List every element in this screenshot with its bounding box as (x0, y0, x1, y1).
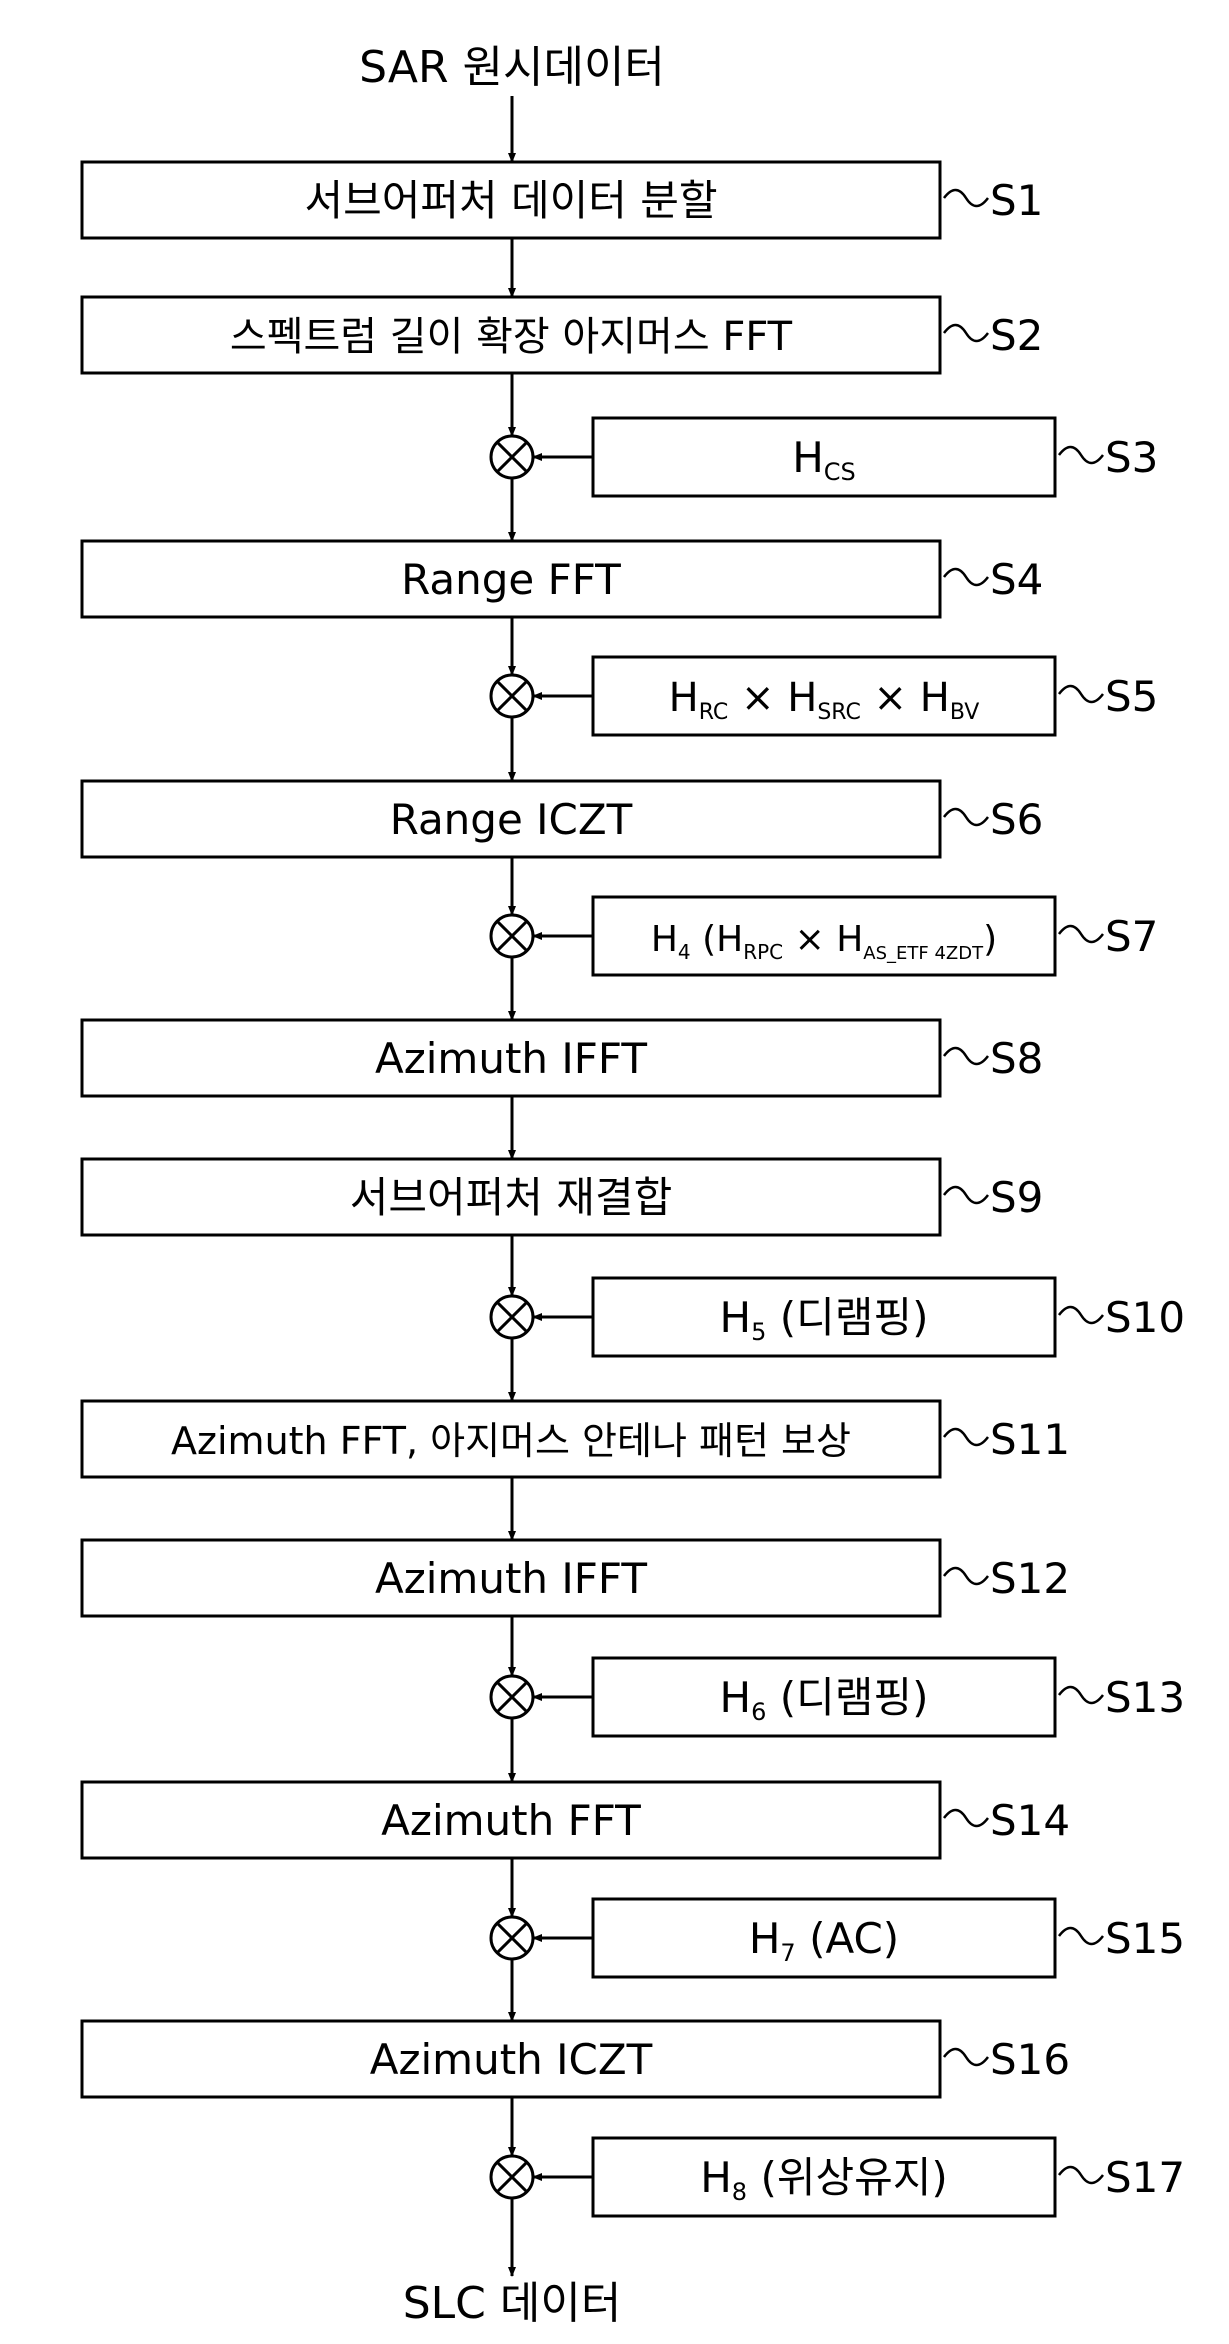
process-label-s11: Azimuth FFT, 아지머스 안테나 패턴 보상 (171, 1419, 851, 1463)
step-id: S14 (990, 1796, 1070, 1845)
process-box-s11: Azimuth FFT, 아지머스 안테나 패턴 보상 (80, 1399, 942, 1479)
process-box-s1: 서브어퍼처 데이터 분할 (80, 160, 942, 240)
step-ref-s16: S16 (943, 2035, 1070, 2084)
filter-label-s15: H7 (AC) (749, 1914, 899, 1967)
step-ref-s1: S1 (943, 176, 1043, 225)
output-label: SLC 데이터 (403, 2278, 622, 2329)
step-id: S15 (1105, 1914, 1185, 1963)
process-label-s6: Range ICZT (390, 795, 633, 844)
step-id: S17 (1105, 2153, 1185, 2202)
step-id: S11 (990, 1415, 1070, 1464)
process-label-s16: Azimuth ICZT (370, 2035, 653, 2084)
multiply-icon (489, 1915, 535, 1961)
filter-label-s10: H5 (디램핑) (720, 1293, 929, 1346)
step-id: S16 (990, 2035, 1070, 2084)
step-id: S1 (990, 176, 1043, 225)
filter-box-s10: H5 (디램핑) (591, 1276, 1057, 1358)
step-ref-s10: S10 (1058, 1293, 1185, 1342)
process-box-s9: 서브어퍼처 재결합 (80, 1157, 942, 1237)
step-id: S10 (1105, 1293, 1185, 1342)
filter-box-s3: HCS (591, 416, 1057, 498)
step-ref-s5: S5 (1058, 672, 1158, 721)
process-label-s1: 서브어퍼처 데이터 분할 (304, 176, 717, 225)
filter-box-s5: HRC × HSRC × HBV (591, 655, 1057, 737)
multiply-icon (489, 434, 535, 480)
filter-box-s15: H7 (AC) (591, 1897, 1057, 1979)
step-ref-s2: S2 (943, 311, 1043, 360)
step-ref-s17: S17 (1058, 2153, 1185, 2202)
multiplier-nodes (489, 434, 535, 2200)
process-label-s12: Azimuth IFFT (375, 1554, 647, 1603)
filter-label-s13: H6 (디램핑) (720, 1673, 929, 1726)
filter-box-s17: H8 (위상유지) (591, 2136, 1057, 2218)
process-box-s6: Range ICZT (80, 779, 942, 859)
step-ref-s9: S9 (943, 1173, 1043, 1222)
step-ref-s14: S14 (943, 1796, 1070, 1845)
step-id: S13 (1105, 1673, 1185, 1722)
process-label-s9: 서브어퍼처 재결합 (350, 1173, 672, 1222)
step-references: S1S2S3S4S5S6S7S8S9S10S11S12S13S14S15S16S… (943, 176, 1185, 2202)
step-id: S7 (1105, 912, 1158, 961)
multiply-icon (489, 673, 535, 719)
process-label-s4: Range FFT (401, 555, 621, 604)
multiply-icon (489, 2154, 535, 2200)
step-id: S5 (1105, 672, 1158, 721)
step-id: S6 (990, 795, 1043, 844)
step-ref-s8: S8 (943, 1034, 1043, 1083)
process-label-s14: Azimuth FFT (381, 1796, 641, 1845)
process-label-s2: 스펙트럼 길이 확장 아지머스 FFT (230, 314, 793, 360)
process-box-s4: Range FFT (80, 539, 942, 619)
step-ref-s11: S11 (943, 1415, 1070, 1464)
filter-label-s3: HCS (792, 433, 856, 486)
step-id: S9 (990, 1173, 1043, 1222)
filter-label-s7: H4 (HRPC × HAS_ETF 4ZDT) (651, 919, 997, 964)
flow-lines (508, 96, 593, 2277)
step-ref-s13: S13 (1058, 1673, 1185, 1722)
process-box-s16: Azimuth ICZT (80, 2019, 942, 2099)
process-box-s12: Azimuth IFFT (80, 1538, 942, 1618)
process-box-s14: Azimuth FFT (80, 1780, 942, 1860)
step-ref-s6: S6 (943, 795, 1043, 844)
filter-label-s5: HRC × HSRC × HBV (669, 675, 980, 725)
process-label-s8: Azimuth IFFT (375, 1034, 647, 1083)
multiply-icon (489, 1674, 535, 1720)
step-id: S2 (990, 311, 1043, 360)
process-box-s8: Azimuth IFFT (80, 1018, 942, 1098)
input-label: SAR 원시데이터 (359, 42, 665, 93)
filter-box-s13: H6 (디램핑) (591, 1656, 1057, 1738)
filter-box-s7: H4 (HRPC × HAS_ETF 4ZDT) (591, 895, 1057, 977)
step-id: S3 (1105, 433, 1158, 482)
filter-label-s17: H8 (위상유지) (700, 2153, 948, 2206)
step-id: S4 (990, 555, 1043, 604)
step-ref-s15: S15 (1058, 1914, 1185, 1963)
step-ref-s4: S4 (943, 555, 1043, 604)
step-ref-s7: S7 (1058, 912, 1158, 961)
multiply-icon (489, 1294, 535, 1340)
step-ref-s3: S3 (1058, 433, 1158, 482)
process-box-s2: 스펙트럼 길이 확장 아지머스 FFT (80, 295, 942, 375)
step-id: S8 (990, 1034, 1043, 1083)
step-id: S12 (990, 1554, 1070, 1603)
step-ref-s12: S12 (943, 1554, 1070, 1603)
multiply-icon (489, 913, 535, 959)
